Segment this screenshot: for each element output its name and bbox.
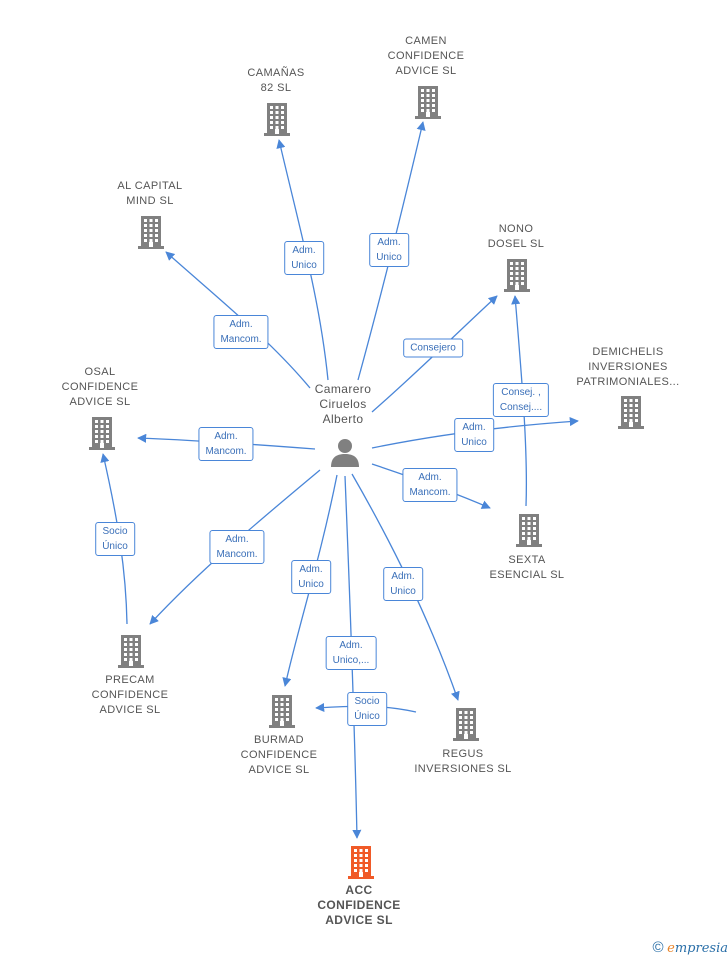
role-badge-camen[interactable]: Adm. Unico: [369, 233, 409, 267]
building-icon-alcapital[interactable]: [135, 215, 167, 249]
brand-name: mpresia: [674, 941, 728, 956]
building-icon-precam[interactable]: [115, 634, 147, 668]
company-label-burmad[interactable]: BURMAD CONFIDENCE ADVICE SL: [240, 734, 318, 776]
company-label-regus[interactable]: REGUS INVERSIONES SL: [414, 748, 512, 775]
building-icon-acc[interactable]: [345, 845, 377, 879]
company-label-osal[interactable]: OSAL CONFIDENCE ADVICE SL: [61, 366, 139, 408]
building-icon-sexta[interactable]: [513, 513, 545, 547]
person-icon[interactable]: [330, 437, 360, 467]
building-icon-demichelis[interactable]: [615, 395, 647, 429]
role-badge-sexta[interactable]: Adm. Mancom.: [402, 468, 458, 502]
company-label-sexta[interactable]: SEXTA ESENCIAL SL: [489, 554, 565, 581]
company-label-precam[interactable]: PRECAM CONFIDENCE ADVICE SL: [91, 674, 169, 716]
role-badge-precam[interactable]: Adm. Mancom.: [209, 530, 265, 564]
role-badge-regus[interactable]: Adm. Unico: [383, 567, 423, 601]
building-icon-nono[interactable]: [501, 258, 533, 292]
company-label-acc[interactable]: ACC CONFIDENCE ADVICE SL: [317, 883, 401, 927]
building-icon-burmad[interactable]: [266, 694, 298, 728]
building-icon-camen[interactable]: [412, 85, 444, 119]
role-badge-acc-burmad[interactable]: Socio Único: [347, 692, 387, 726]
role-badge-precam-osal[interactable]: Socio Único: [95, 522, 135, 556]
building-icon-osal[interactable]: [86, 416, 118, 450]
role-badge-alcapital[interactable]: Adm. Mancom.: [213, 315, 269, 349]
role-badge-sexta-nono[interactable]: Consej. , Consej....: [492, 383, 550, 417]
company-label-camen[interactable]: CAMEN CONFIDENCE ADVICE SL: [387, 35, 465, 77]
role-badge-camanas[interactable]: Adm. Unico: [284, 241, 324, 275]
building-icon-camanas[interactable]: [261, 102, 293, 136]
company-label-demichelis[interactable]: DEMICHELIS INVERSIONES PATRIMONIALES...: [576, 346, 680, 388]
company-label-camanas[interactable]: CAMAÑAS 82 SL: [247, 67, 305, 94]
role-badge-burmad[interactable]: Adm. Unico: [291, 560, 331, 594]
copyright-symbol: ©: [652, 939, 664, 956]
role-badge-acc[interactable]: Adm. Unico,...: [325, 636, 377, 670]
role-badge-nono[interactable]: Consejero: [403, 338, 463, 358]
person-name[interactable]: Camarero Ciruelos Alberto: [314, 382, 372, 426]
brand-initial: e: [667, 941, 675, 956]
role-badge-osal[interactable]: Adm. Mancom.: [198, 427, 254, 461]
company-label-nono[interactable]: NONO DOSEL SL: [487, 223, 545, 250]
role-badge-demichelis[interactable]: Adm. Unico: [454, 418, 494, 452]
building-icon-regus[interactable]: [450, 707, 482, 741]
footer-brand[interactable]: © empresia: [652, 939, 728, 956]
company-label-alcapital[interactable]: AL CAPITAL MIND SL: [117, 180, 183, 207]
